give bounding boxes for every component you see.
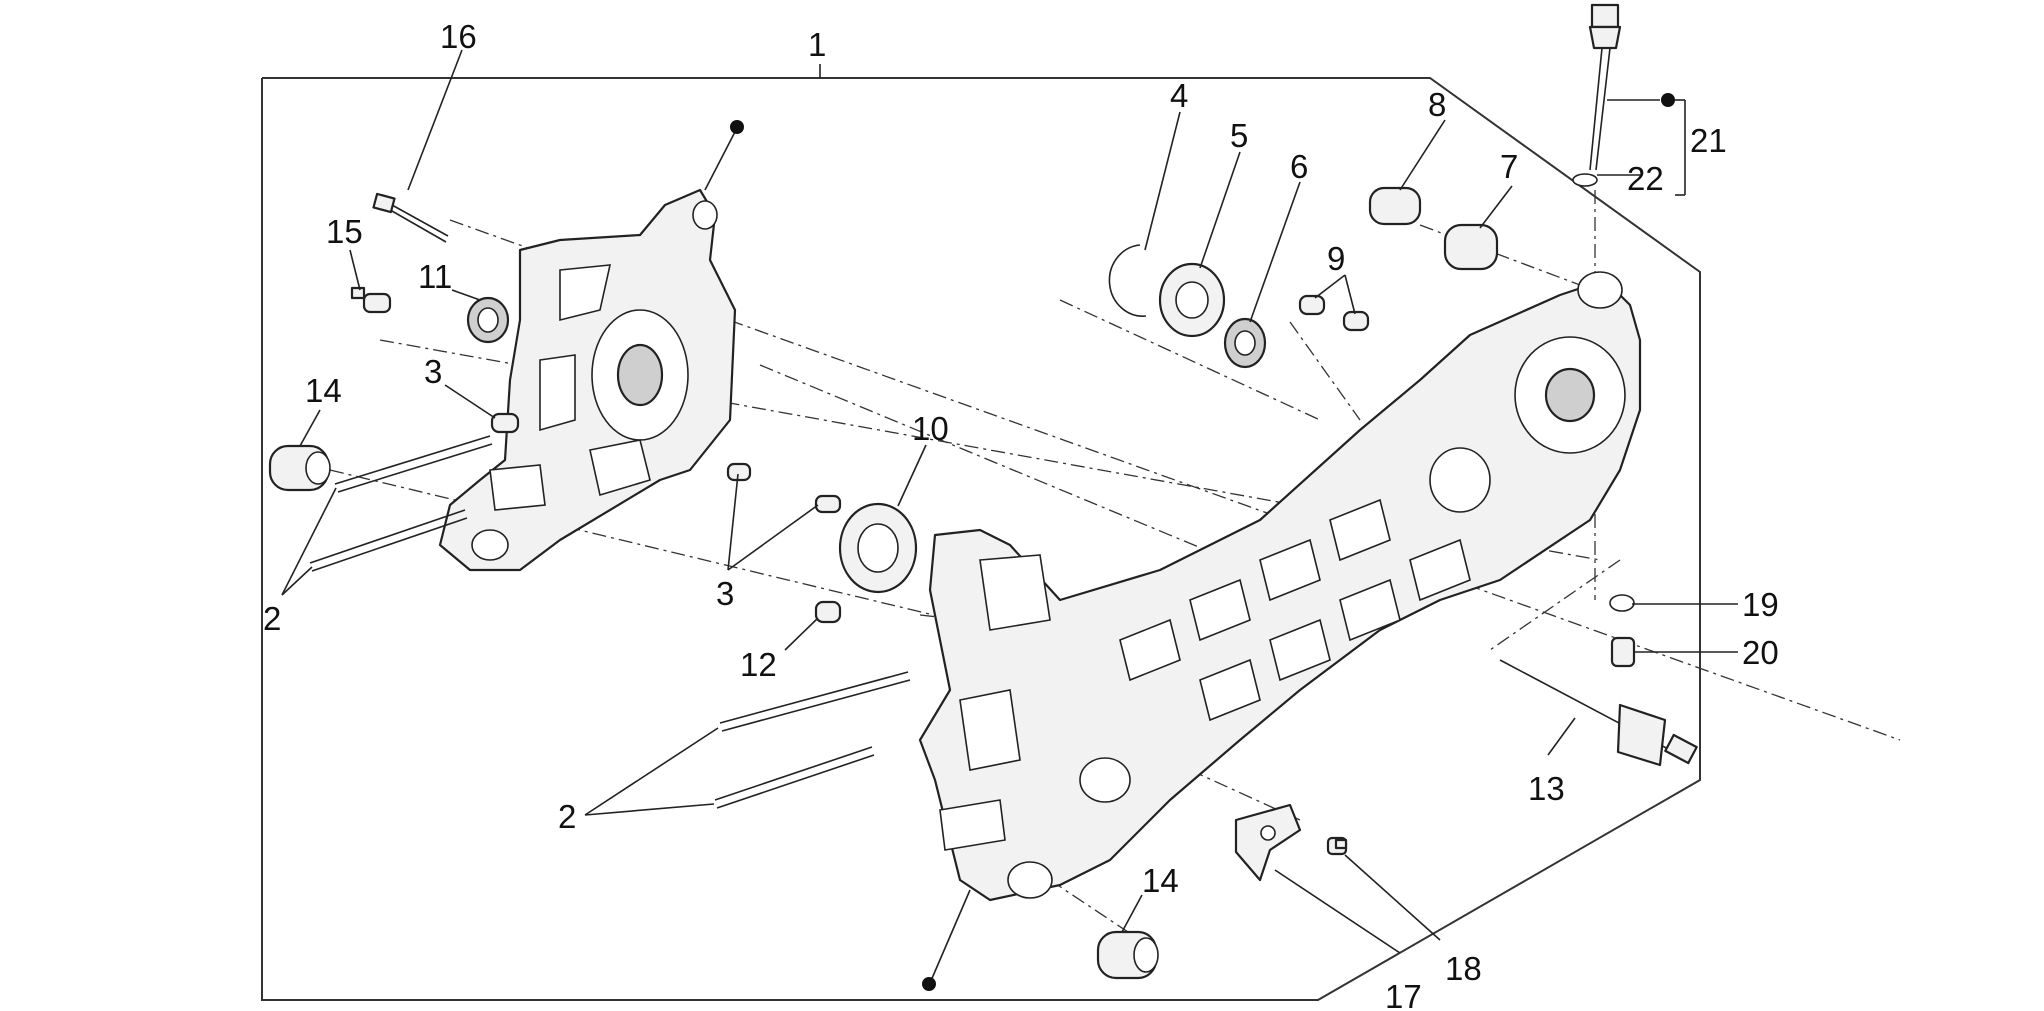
callout-14b: 14	[1142, 862, 1179, 899]
callout-8: 8	[1428, 86, 1446, 123]
circlip-4	[1108, 244, 1147, 317]
screw-18	[1326, 836, 1348, 856]
dowels-3-lower	[726, 462, 842, 514]
dot-marker-icon	[1661, 93, 1675, 107]
callout-13: 13	[1528, 770, 1565, 807]
right-crankcase-half	[918, 271, 1642, 902]
callout-22: 22	[1627, 160, 1664, 197]
dipstick-21	[1588, 3, 1622, 171]
callout-2b: 2	[558, 798, 576, 835]
washer-19	[1609, 594, 1635, 612]
callout-4: 4	[1170, 77, 1188, 114]
bushing-8	[1368, 186, 1422, 226]
bushing-7	[1443, 223, 1499, 271]
callout-20: 20	[1742, 634, 1779, 671]
long-bolt-16	[372, 192, 449, 243]
silent-block-14-bottom	[1096, 930, 1159, 980]
callout-9: 9	[1327, 240, 1345, 277]
callout-17: 17	[1385, 978, 1422, 1011]
callout-5: 5	[1230, 117, 1248, 154]
assembly-frame	[261, 77, 1701, 1001]
callout-6: 6	[1290, 148, 1308, 185]
studs-2-left	[309, 435, 493, 572]
shaft-13	[1499, 659, 1698, 767]
callout-12: 12	[740, 646, 777, 683]
callout-3a: 3	[424, 353, 442, 390]
callout-19: 19	[1742, 586, 1779, 623]
dot-marker-icon	[730, 120, 744, 134]
callout-14a: 14	[305, 372, 342, 409]
callout-11: 11	[418, 258, 452, 295]
callout-1: 1	[808, 26, 826, 63]
bushings-9	[1298, 294, 1370, 332]
pin-15	[350, 286, 392, 314]
oil-seal-6	[1223, 317, 1267, 369]
callout-3b: 3	[716, 575, 734, 612]
plug-20	[1610, 636, 1636, 668]
washer-22	[1572, 173, 1598, 187]
callout-18: 18	[1445, 950, 1482, 987]
oil-seal-11	[466, 296, 510, 344]
dowel-3-upper	[490, 412, 520, 434]
left-crankcase-half	[438, 188, 737, 572]
callout-7: 7	[1500, 148, 1518, 185]
bushing-12	[814, 600, 842, 624]
bearing-10	[838, 502, 918, 594]
bracket-17	[1234, 803, 1302, 882]
dot-marker-icon	[922, 977, 936, 991]
studs-2-bottom	[714, 671, 911, 809]
callout-21: 21	[1690, 122, 1727, 159]
callout-10: 10	[912, 410, 949, 447]
callout-15: 15	[326, 213, 363, 250]
callout-labels: 1 16 15 11 14 3 2 3 10 12 2 4 5 6 9 8 7 …	[263, 18, 1779, 1011]
silent-block-14-left	[268, 444, 331, 492]
leader-lines	[281, 49, 1738, 984]
callout-16: 16	[440, 18, 477, 55]
dot-markers	[730, 93, 1675, 991]
callout-2a: 2	[263, 600, 281, 637]
bearing-5	[1158, 262, 1226, 338]
